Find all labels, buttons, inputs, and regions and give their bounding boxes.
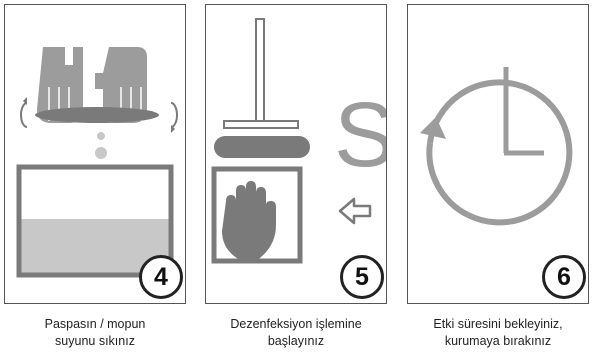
disinfectant-letter: S xyxy=(334,89,386,181)
caption-line: başlayınız xyxy=(267,334,325,348)
step-4-panel: 4 xyxy=(4,4,186,304)
step-5-caption: Dezenfeksiyon işlemine başlayınız xyxy=(205,316,387,350)
step-5-panel: S 5 xyxy=(205,4,387,304)
mop-disinfection-icon xyxy=(211,18,372,264)
step-4-caption: Paspasın / mopun suyunu sıkınız xyxy=(4,316,186,350)
step-6-panel: 6 xyxy=(407,4,589,304)
caption-line: Etki süresini bekleyiniz, xyxy=(433,317,563,331)
caption-line: kurumaya bırakınız xyxy=(444,334,552,348)
step-number-badge: 6 xyxy=(542,255,586,299)
clock-wait-icon xyxy=(420,67,573,226)
caption-line: Dezenfeksiyon işlemine xyxy=(230,317,362,331)
step-number-badge: 4 xyxy=(139,255,183,299)
caption-line: suyunu sıkınız xyxy=(55,334,135,348)
caption-line: Paspasın / mopun xyxy=(44,317,146,331)
step-number-badge: 5 xyxy=(340,255,384,299)
hand-wringing-mop-icon xyxy=(16,47,178,278)
step-6-caption: Etki süresini bekleyiniz, kurumaya bırak… xyxy=(407,316,589,350)
